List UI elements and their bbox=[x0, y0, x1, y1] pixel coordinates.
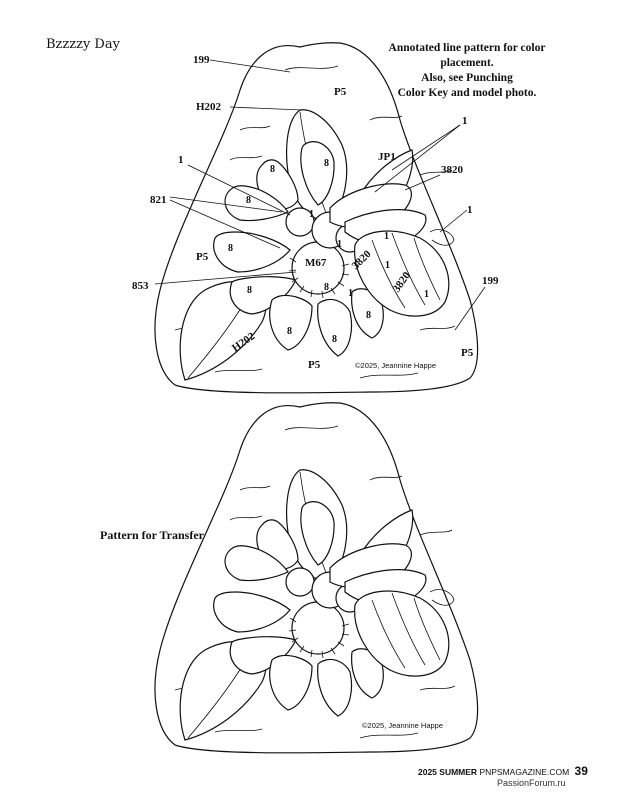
label-1-far-right: 1 bbox=[467, 204, 473, 216]
page-number: 39 bbox=[574, 764, 588, 778]
annotation-note-line: Annotated line pattern for color bbox=[388, 42, 546, 54]
copyright-transfer: ©2025, Jeannine Happe bbox=[362, 721, 443, 730]
petal-label: 8 bbox=[270, 164, 275, 175]
annotation-note-line: placement. bbox=[440, 57, 494, 69]
leader-3820 bbox=[404, 174, 441, 191]
footer-site: PNPSMAGAZINE.COM bbox=[479, 767, 570, 777]
bee-label: 1 bbox=[309, 209, 314, 220]
label-p5-left: P5 bbox=[196, 251, 209, 263]
petal-label: 8 bbox=[228, 243, 233, 254]
leader-h202-top bbox=[229, 106, 303, 111]
label-199-right: 199 bbox=[482, 275, 499, 287]
petal-label: 8 bbox=[247, 285, 252, 296]
label-199-top: 199 bbox=[193, 54, 210, 66]
bee-label: 1 bbox=[424, 289, 429, 300]
annotated-pattern-drawing bbox=[154, 42, 479, 394]
leader-199-right bbox=[454, 286, 486, 331]
pattern-title: Bzzzzy Day bbox=[46, 37, 120, 52]
copyright-annotated: ©2025, Jeannine Happe bbox=[355, 361, 436, 370]
annotation-note-line: Color Key and model photo. bbox=[397, 87, 537, 99]
leader-821-b bbox=[169, 199, 281, 249]
leader-821-a bbox=[169, 196, 283, 213]
label-p5-bottom-right: P5 bbox=[461, 347, 474, 359]
label-853: 853 bbox=[132, 280, 149, 292]
label-jp1: JP1 bbox=[378, 151, 396, 163]
label-m67: M67 bbox=[305, 257, 327, 269]
annotation-note: Annotated line pattern for color placeme… bbox=[362, 41, 572, 101]
label-1-left: 1 bbox=[178, 154, 184, 166]
label-3820: 3820 bbox=[441, 164, 464, 176]
leader-1-far-right bbox=[439, 209, 468, 233]
bee-label: 1 bbox=[385, 260, 390, 271]
petal-label: 8 bbox=[332, 334, 337, 345]
annotation-note-line: Also, see Punching bbox=[421, 72, 513, 84]
leader-1-right-a bbox=[374, 124, 461, 193]
watermark: PassionForum.ru bbox=[497, 778, 566, 788]
label-p5-bottom: P5 bbox=[308, 359, 321, 371]
label-821: 821 bbox=[150, 194, 167, 206]
footer-season: 2025 SUMMER bbox=[418, 767, 478, 777]
page-footer: 2025 SUMMER PNPSMAGAZINE.COM 39 bbox=[418, 764, 588, 778]
leader-199-top bbox=[209, 59, 291, 73]
label-1-right: 1 bbox=[462, 115, 468, 127]
bee-label: 1 bbox=[348, 288, 353, 299]
label-p5-top: P5 bbox=[334, 86, 347, 98]
transfer-pattern-label: Pattern for Transfer bbox=[100, 528, 204, 542]
label-h202-top: H202 bbox=[196, 101, 222, 113]
petal-label: 8 bbox=[246, 195, 251, 206]
bee-label: 1 bbox=[384, 231, 389, 242]
petal-label: 8 bbox=[324, 158, 329, 169]
leader-1-left bbox=[187, 164, 291, 216]
transfer-pattern-drawing bbox=[154, 402, 479, 754]
petal-label: 8 bbox=[324, 282, 329, 293]
leader-1-right-b bbox=[391, 124, 461, 171]
petal-label: 8 bbox=[366, 310, 371, 321]
leader-853 bbox=[154, 271, 297, 285]
petal-label: 8 bbox=[287, 326, 292, 337]
bee-label: 1 bbox=[337, 239, 342, 250]
